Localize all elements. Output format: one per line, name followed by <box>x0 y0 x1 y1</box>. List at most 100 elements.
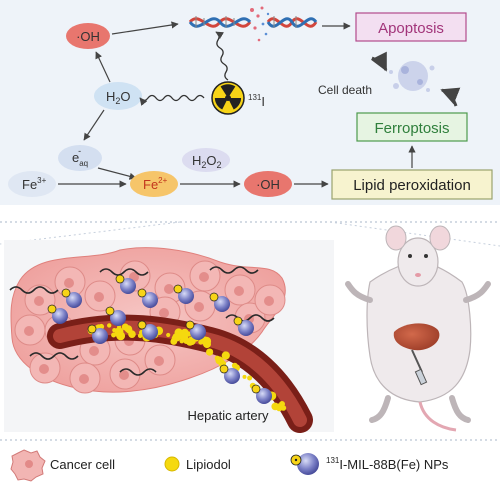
ferric-label: Fe3+ <box>22 176 47 192</box>
arrow-oh-to-dna <box>111 21 179 35</box>
lipiodol-droplet <box>242 374 247 379</box>
cell-death-label: Cell death <box>318 83 372 97</box>
iodine-131-label: 131I <box>248 93 265 109</box>
lipiodol-droplet <box>215 358 221 363</box>
ferroptosis-label: Ferroptosis <box>374 120 449 137</box>
legend-nanoparticle-swatch <box>290 453 319 475</box>
radiation-icon <box>211 81 245 115</box>
radiation-to-water-wave <box>139 94 205 106</box>
hydroxyl-radical-node-top <box>66 23 110 49</box>
nanoparticle-radiation-tag <box>87 324 97 334</box>
nanoparticle-radiation-tag <box>47 304 57 314</box>
arrow-water-to-eaq <box>83 109 105 141</box>
water-node <box>94 82 142 110</box>
cancer-cell-nucleus <box>199 272 209 282</box>
lipiodol-droplet <box>124 325 133 333</box>
cancer-cell-nucleus <box>94 292 104 302</box>
cancer-cell-nucleus <box>264 296 274 306</box>
nanoparticle-radiation-tag <box>137 288 147 298</box>
apoptosis-label: Apoptosis <box>378 20 444 37</box>
lipiodol-droplet <box>137 333 143 339</box>
cancer-cell-nucleus <box>164 284 174 294</box>
nanoparticle-radiation-tag <box>185 320 195 330</box>
lipiodol-droplet <box>179 338 185 344</box>
nanoparticle <box>256 388 272 404</box>
nanoparticle <box>110 310 126 326</box>
nanoparticle-radiation-tag <box>173 284 183 294</box>
nanoparticle <box>66 292 82 308</box>
nanoparticle-radiation-tag <box>233 316 243 326</box>
arrow-apoptosis-to-death <box>370 51 388 72</box>
ferric-node <box>8 171 56 197</box>
lipiodol-droplet <box>181 333 188 341</box>
hydrated-electron-label: eaq- <box>72 146 88 168</box>
lipiodol-droplet <box>107 323 112 328</box>
cancer-cell-nucleus <box>119 370 129 380</box>
hepatic-artery-label: Hepatic artery <box>188 408 269 423</box>
nanoparticle-radiation-tag <box>105 306 115 316</box>
cancer-cell-nucleus <box>234 286 244 296</box>
lipiodol-droplet <box>186 338 194 346</box>
rat-illustration <box>345 225 491 432</box>
lipiodol-droplet <box>271 402 280 411</box>
cancer-cell-nucleus <box>34 296 44 306</box>
cancer-cell-nucleus <box>79 374 89 384</box>
cancer-cell-nucleus <box>39 364 49 374</box>
legend-cancer-cell-label: Cancer cell <box>50 457 115 472</box>
lipiodol-droplet <box>111 332 117 338</box>
ferroptosis-box <box>356 112 468 142</box>
lipiodol-droplet <box>247 375 253 381</box>
nanoparticle-radiation-tag <box>115 274 125 284</box>
nanoparticle <box>214 296 230 312</box>
arrow-water-to-oh <box>95 51 111 83</box>
cancer-cell-nucleus <box>194 302 204 312</box>
water-label: H2O <box>106 89 131 106</box>
nanoparticle-radiation-tag <box>219 364 229 374</box>
cancer-cell-nucleus <box>89 346 99 356</box>
lipiodol-droplet <box>280 405 287 411</box>
nanoparticle <box>178 288 194 304</box>
lipid-peroxidation-label: Lipid peroxidation <box>353 177 471 194</box>
hydrated-electron-node <box>58 145 102 171</box>
dna-fragments <box>250 6 270 42</box>
radiation-waves <box>9 266 275 376</box>
lipiodol-droplet <box>208 349 213 354</box>
dying-cell-icon <box>389 61 435 92</box>
nanoparticle <box>142 324 158 340</box>
arrow-eaq-to-fe2 <box>97 167 137 180</box>
hydroxyl-radical-node-bottom <box>244 171 292 197</box>
nanoparticle-radiation-tag <box>61 288 71 298</box>
lipid-peroxidation-box <box>331 169 493 200</box>
nanoparticle-radiation-tag <box>251 384 261 394</box>
hydrogen-peroxide-node <box>182 148 230 172</box>
lipiodol-droplet <box>221 351 230 360</box>
dna-helix-right <box>266 16 318 28</box>
nanoparticle <box>52 308 68 324</box>
ferrous-label: Fe2+ <box>143 176 168 192</box>
hydroxyl-radical-label-top: ·OH <box>76 29 100 44</box>
nanoparticle-radiation-tag <box>137 320 147 330</box>
cancer-cell-nucleus <box>64 278 74 288</box>
cancer-cell-nucleus <box>159 308 169 318</box>
ferrous-node <box>130 171 178 197</box>
nanoparticle <box>120 278 136 294</box>
nanoparticles <box>47 274 272 404</box>
legend-lipiodol-label: Lipiodol <box>186 457 231 472</box>
lipiodol-droplet <box>114 327 124 336</box>
nanoparticle <box>238 320 254 336</box>
nanoparticle <box>224 368 240 384</box>
hydroxyl-radical-label-bottom: ·OH <box>256 177 280 192</box>
legend-lipiodol-swatch <box>164 456 180 472</box>
lipiodol-droplet <box>170 338 178 345</box>
nanoparticle <box>190 324 206 340</box>
legend-nanoparticle-label: 131I-MIL-88B(Fe) NPs <box>326 456 449 472</box>
lipiodol-droplet <box>166 332 171 338</box>
cancer-cell-nucleus <box>24 326 34 336</box>
apoptosis-box <box>355 12 467 42</box>
cancer-cell-nucleus <box>154 356 164 366</box>
legend-cancer-cell <box>10 449 46 482</box>
hydrogen-peroxide-label: H2O2 <box>192 153 222 170</box>
radiation-to-dna-wave <box>215 31 229 81</box>
